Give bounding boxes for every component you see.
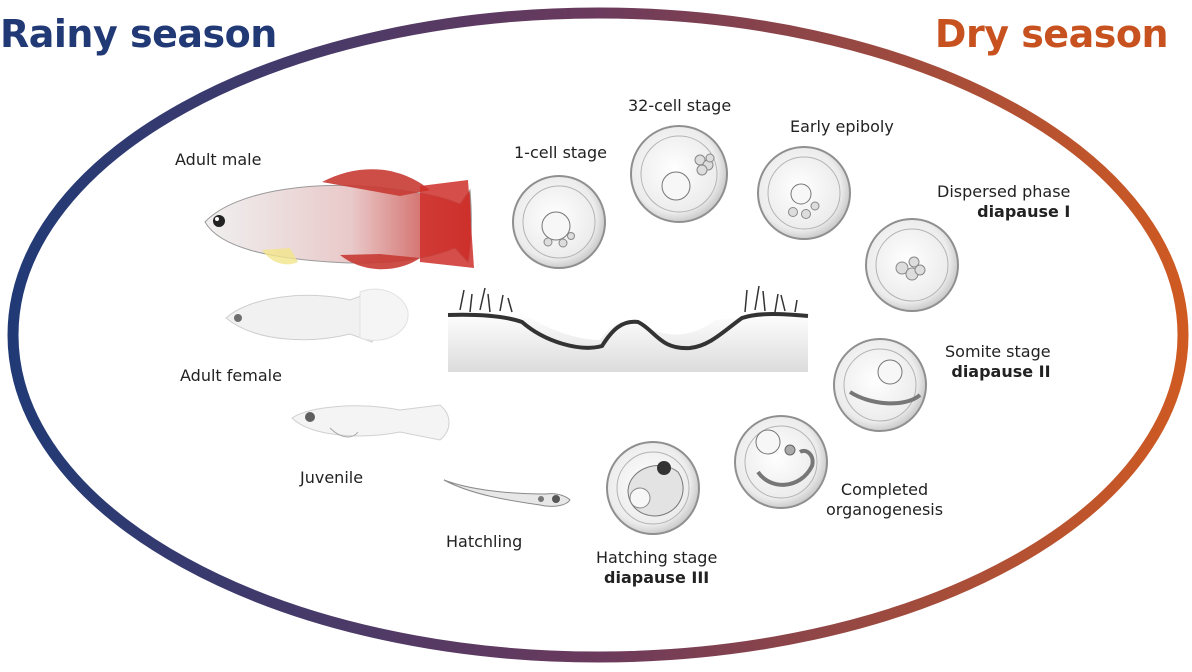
dispersed-phase-text: Dispersed phase <box>937 182 1070 201</box>
adult-female-label: Adult female <box>180 366 282 386</box>
rainy-season-label: Rainy season <box>0 12 277 56</box>
dispersed-phase-label: Dispersed phase diapause I <box>937 182 1070 222</box>
organogenesis-text: organogenesis <box>826 500 943 520</box>
embryo-early-epiboly <box>758 147 850 239</box>
dry-season-label: Dry season <box>935 12 1168 56</box>
early-epiboly-label: Early epiboly <box>790 117 894 137</box>
embryo-32-cell <box>631 126 727 222</box>
juvenile-fish <box>292 405 449 440</box>
embryo-completed-organogenesis <box>735 416 827 508</box>
embryo-dispersed-phase <box>866 219 958 311</box>
diapause-i-text: diapause I <box>937 202 1070 222</box>
somite-stage-label: Somite stage diapause II <box>945 342 1051 382</box>
embryo-hatching-stage <box>607 442 699 534</box>
somite-stage-text: Somite stage <box>945 342 1051 361</box>
diapause-ii-text: diapause II <box>945 362 1051 382</box>
adult-female-fish <box>226 289 408 342</box>
adult-male-label: Adult male <box>175 150 261 170</box>
embryo-1-cell <box>513 176 605 268</box>
hatching-stage-text: Hatching stage <box>596 548 717 568</box>
hatchling-label: Hatchling <box>446 532 522 552</box>
adult-male-fish <box>205 169 474 269</box>
completed-text: Completed <box>826 480 943 500</box>
thirtytwo-cell-stage-label: 32-cell stage <box>628 96 731 116</box>
juvenile-label: Juvenile <box>300 468 363 488</box>
one-cell-stage-label: 1-cell stage <box>514 143 607 163</box>
pond-cross-section <box>448 286 808 372</box>
completed-organogenesis-label: Completed organogenesis <box>826 480 943 520</box>
diapause-iii-text: diapause III <box>596 568 717 588</box>
hatchling-larva <box>444 480 570 506</box>
embryo-somite-stage <box>834 339 926 431</box>
hatching-stage-label: Hatching stage diapause III <box>596 548 717 588</box>
